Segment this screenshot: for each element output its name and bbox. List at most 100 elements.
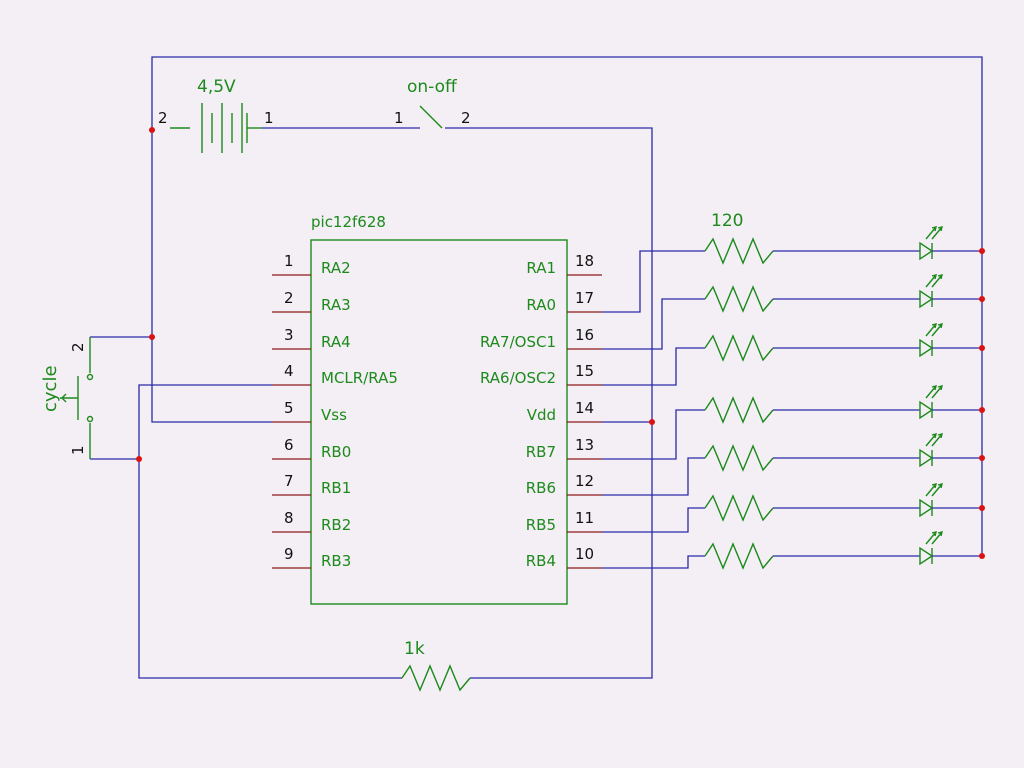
rb6-wire: [602, 457, 705, 496]
resistor-120-symbol: [704, 334, 774, 362]
chip-pin-number: 5: [284, 399, 294, 417]
cycle-button-pin-top: 2: [69, 342, 87, 352]
chip-pin-number: 9: [284, 545, 294, 563]
chip-pin-label: RB7: [526, 443, 556, 461]
chip-pin-label: RB1: [321, 479, 351, 497]
chip-pin-label: Vss: [321, 406, 347, 424]
chip-pin-number: 13: [575, 436, 594, 454]
rb4-wire: [602, 555, 705, 569]
vdd-wire: [445, 127, 653, 679]
chip-pin-number: 1: [284, 252, 294, 270]
battery-symbol: [170, 103, 262, 153]
switch-label: on-off: [407, 77, 458, 97]
ra6-wire: [602, 347, 705, 386]
chip-pin-label: RB2: [321, 516, 351, 534]
junction-dot: [649, 419, 655, 425]
junction-dot: [979, 407, 985, 413]
ra0-wire: [602, 250, 705, 313]
resistor-led-row: [704, 274, 985, 313]
chip-pin-number: 8: [284, 509, 294, 527]
cycle-button-symbol: [60, 337, 94, 459]
resistor-led-row: [704, 385, 985, 424]
led-symbol: [919, 274, 943, 309]
chip-pin-label: MCLR/RA5: [321, 369, 398, 387]
junction-dot: [979, 455, 985, 461]
chip-pin-label: RA2: [321, 259, 351, 277]
junction-dot: [149, 334, 155, 340]
junction-dot: [979, 505, 985, 511]
chip-pin-label: RB0: [321, 443, 351, 461]
chip-pin-label: Vdd: [527, 406, 556, 424]
junction-dot: [979, 248, 985, 254]
battery-label: 4,5V: [197, 77, 236, 97]
battery-pin-left: 2: [158, 109, 168, 127]
chip-pin-number: 17: [575, 289, 594, 307]
vss-wire: [151, 130, 272, 423]
resistor-120-symbol: [704, 494, 774, 522]
resistor-120-symbol: [704, 444, 774, 472]
chip-pin-label: RB5: [526, 516, 556, 534]
resistor-led-row: [704, 226, 985, 265]
junction-dot: [136, 456, 142, 462]
resistor-led-row: [704, 323, 985, 362]
chip-pin-label: RA7/OSC1: [480, 333, 556, 351]
resistor-120-symbol: [704, 285, 774, 313]
led-rows: [704, 226, 985, 570]
pullup-resistor-label: 1k: [404, 639, 425, 659]
led-symbol: [919, 226, 943, 261]
chip-pin-label: RB4: [526, 552, 556, 570]
chip-pin-number: 18: [575, 252, 594, 270]
resistor-120-symbol: [704, 542, 774, 570]
resistor-led-row: [704, 531, 985, 570]
resistor-led-row: [704, 433, 985, 472]
chip-pin-number: 10: [575, 545, 594, 563]
cycle-button-pin-bottom: 1: [69, 445, 87, 455]
chip-pin-number: 3: [284, 326, 294, 344]
led-symbol: [919, 323, 943, 358]
led-resistor-label: 120: [711, 211, 743, 231]
chip-pin-label: RA3: [321, 296, 351, 314]
junctions: [136, 127, 655, 462]
led-symbol: [919, 531, 943, 566]
led-symbol: [919, 385, 943, 420]
wires: [90, 56, 983, 679]
junction-dot: [149, 127, 155, 133]
chip-pin-number: 6: [284, 436, 294, 454]
chip-pin-label: RA1: [526, 259, 556, 277]
chip-pin-number: 7: [284, 472, 294, 490]
chip-name: pic12f628: [311, 213, 386, 231]
cycle-button-label: cycle: [40, 365, 61, 412]
rb5-wire: [602, 507, 705, 533]
chip-pin-number: 15: [575, 362, 594, 380]
mclr-wire: [138, 384, 402, 679]
resistor-led-row: [704, 483, 985, 522]
chip-pin-number: 4: [284, 362, 294, 380]
battery-pin-right: 1: [264, 109, 274, 127]
chip-pin-number: 12: [575, 472, 594, 490]
junction-dot: [979, 553, 985, 559]
chip-pin-label: RA0: [526, 296, 556, 314]
top-rail-wire: [151, 56, 983, 555]
chip-pin-label: RB6: [526, 479, 556, 497]
junction-dot: [979, 345, 985, 351]
switch-pin-right: 2: [461, 109, 471, 127]
on-off-switch-symbol: [419, 105, 443, 129]
pullup-resistor-symbol: [401, 664, 471, 692]
led-symbol: [919, 433, 943, 468]
chip-pin-number: 16: [575, 326, 594, 344]
ra7-wire: [602, 298, 705, 350]
switch-pin-left: 1: [394, 109, 404, 127]
junction-dot: [979, 296, 985, 302]
resistor-120-symbol: [704, 237, 774, 265]
chip-pin-label: RA6/OSC2: [480, 369, 556, 387]
chip-pins: 1 RA2 2 RA3 3 RA4 4 MCLR/RA5 5 Vss 6 RB0 7 RB1 8 RB2 9 RB…: [272, 252, 602, 570]
chip-pin-label: RA4: [321, 333, 351, 351]
led-symbol: [919, 483, 943, 518]
rb7-wire: [602, 409, 705, 460]
chip-pin-number: 11: [575, 509, 594, 527]
chip-pin-number: 14: [575, 399, 594, 417]
chip-pin-label: RB3: [321, 552, 351, 570]
resistor-120-symbol: [704, 396, 774, 424]
chip-pin-number: 2: [284, 289, 294, 307]
